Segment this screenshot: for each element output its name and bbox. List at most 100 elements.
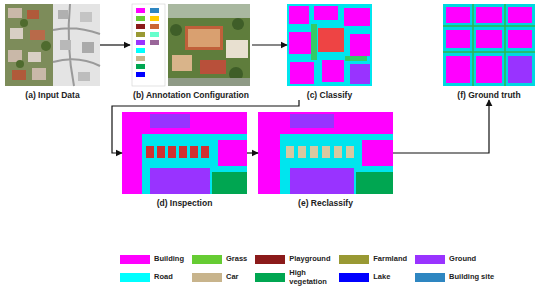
illustration-shape — [290, 62, 314, 84]
illustration-shape — [322, 60, 344, 82]
illustration-shape — [345, 56, 367, 61]
panel-caption: (a) Input Data — [25, 90, 79, 100]
illustration-shape — [136, 16, 145, 21]
illustration-shape — [508, 56, 532, 83]
legend-swatch — [120, 255, 150, 264]
ground-truth-map — [443, 4, 535, 86]
illustration-shape — [168, 146, 176, 158]
illustration-shape — [136, 8, 145, 13]
illustration-shape — [443, 4, 535, 86]
illustration-shape — [350, 34, 370, 56]
illustration-shape — [289, 6, 309, 24]
legend-item: Grass — [192, 255, 247, 264]
legend-label: Grass — [226, 255, 247, 264]
legend-label: Building — [154, 255, 184, 264]
legend-item: Ground — [415, 255, 494, 264]
panel-caption: (c) Classify — [307, 90, 352, 100]
illustration-shape — [53, 4, 100, 86]
illustration-shape — [287, 4, 372, 86]
flow-arrow — [393, 100, 489, 153]
legend-label: High vegetation — [289, 269, 331, 286]
illustration-shape — [232, 18, 244, 30]
illustration-shape — [150, 40, 159, 45]
illustration-shape — [122, 134, 142, 194]
illustration-shape — [258, 134, 280, 194]
legend-label: Ground — [449, 255, 476, 264]
legend-swatch — [120, 273, 150, 282]
illustration-shape — [27, 10, 39, 19]
palette-panel — [132, 4, 165, 86]
illustration-shape — [289, 32, 311, 54]
legend-item: Building — [120, 255, 184, 264]
legend-label: Farmland — [373, 255, 407, 264]
illustration-shape — [168, 4, 250, 18]
illustration-shape — [218, 140, 247, 166]
illustration-shape — [168, 78, 250, 86]
illustration-shape — [12, 70, 26, 80]
illustration-shape — [150, 168, 210, 194]
classified-map — [287, 4, 372, 86]
illustration-shape — [188, 29, 220, 47]
legend-label: Playground — [289, 255, 330, 264]
illustration-shape — [32, 68, 46, 80]
illustration-shape — [258, 112, 393, 194]
illustration-shape — [476, 7, 502, 23]
illustration-shape — [122, 112, 247, 194]
legend-swatch — [339, 273, 369, 282]
illustration-shape — [20, 19, 28, 27]
illustration-shape — [122, 112, 247, 134]
illustration-shape — [446, 56, 470, 83]
illustration-shape — [356, 172, 393, 194]
illustration-shape — [41, 41, 51, 51]
illustration-shape — [290, 114, 334, 128]
legend-item: Playground — [255, 255, 331, 264]
image-panel: (c) Classify — [287, 4, 372, 100]
illustration-shape — [508, 30, 532, 48]
input-photo — [5, 4, 100, 86]
illustration-shape — [212, 172, 247, 194]
illustration-shape — [290, 168, 354, 194]
illustration-shape — [82, 42, 94, 53]
illustration-shape — [185, 26, 223, 50]
legend-swatch — [339, 255, 369, 264]
image-panel: (f) Ground truth — [443, 4, 535, 100]
illustration-shape — [362, 140, 393, 166]
panel-caption: (b) Annotation Configuration — [133, 90, 249, 100]
illustration-shape — [200, 60, 226, 74]
illustration-shape — [334, 146, 342, 158]
illustration-shape — [446, 7, 470, 23]
illustration-shape — [344, 8, 370, 26]
illustration-shape — [346, 146, 354, 158]
inspection-map — [122, 112, 247, 194]
illustration-shape — [146, 146, 154, 158]
illustration-shape — [10, 28, 23, 39]
legend: Building Grass Playground Farmland GroundRoa… — [120, 255, 494, 286]
legend-label: Lake — [373, 273, 390, 282]
legend-item: Road — [120, 273, 184, 282]
legend-label: Road — [154, 273, 173, 282]
illustration-shape — [322, 146, 330, 158]
legend-swatch — [255, 273, 285, 282]
illustration-shape — [136, 32, 145, 37]
illustration-shape — [150, 32, 159, 37]
illustration-shape — [350, 64, 370, 84]
illustration-shape — [443, 4, 535, 86]
legend-swatch — [415, 273, 445, 282]
illustration-shape — [78, 72, 90, 81]
illustration-shape — [476, 56, 502, 83]
illustration-shape — [201, 146, 209, 158]
legend-item: Lake — [339, 273, 407, 282]
legend-label: Car — [226, 273, 239, 282]
illustration-shape — [150, 16, 159, 21]
illustration-shape — [30, 30, 45, 40]
illustration-shape — [136, 48, 145, 53]
illustration-shape — [5, 4, 53, 86]
legend-swatch — [192, 255, 222, 264]
illustration-shape — [311, 24, 317, 60]
legend-item: Building site — [415, 273, 494, 282]
reclassified-map — [258, 112, 393, 194]
illustration-shape — [258, 112, 393, 134]
flow-arrow — [252, 44, 287, 45]
illustration-shape — [150, 24, 159, 29]
